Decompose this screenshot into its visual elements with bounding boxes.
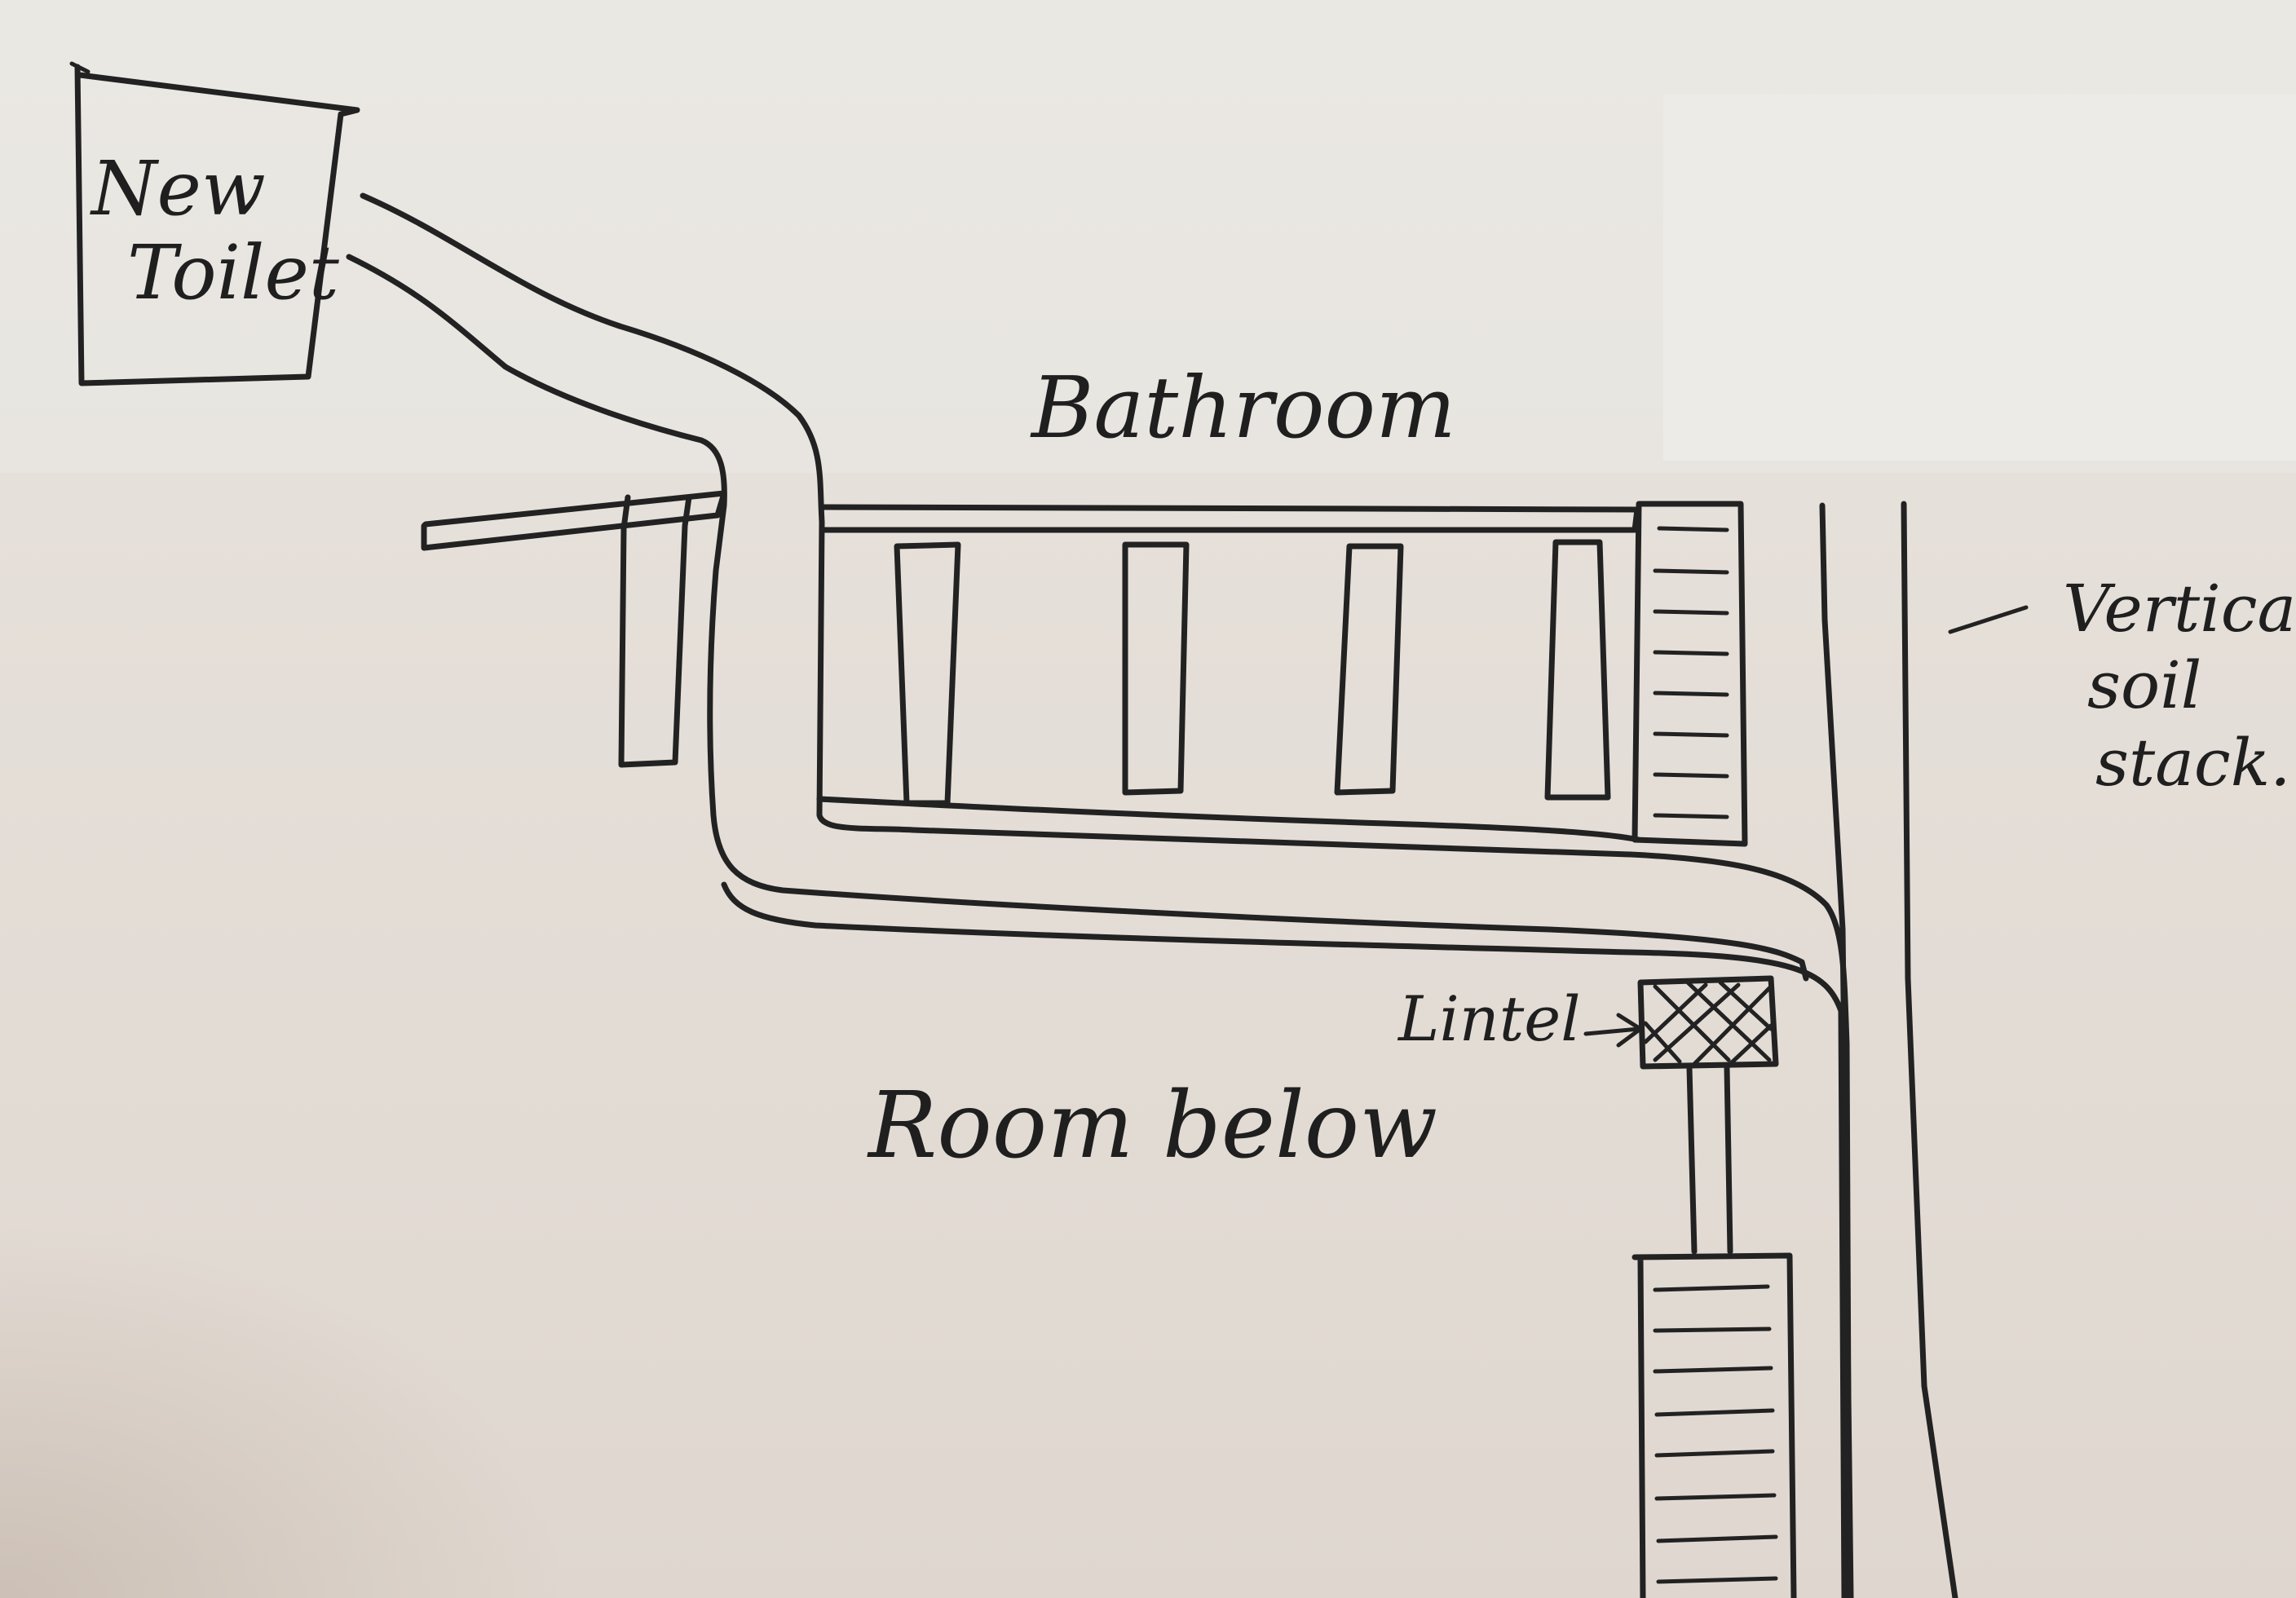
joist-2 — [1122, 541, 1190, 796]
waste-pipe-upper-edge — [360, 192, 1852, 1598]
bathroom-label: Bathroom — [1031, 358, 1456, 457]
paper-lower-area — [0, 473, 2296, 1598]
soil-stack-label-line1: Vertical — [2063, 571, 2296, 647]
door-post — [1686, 1065, 1733, 1255]
soil-stack-left-edge — [1819, 502, 1854, 1598]
ceiling-line — [816, 796, 1642, 843]
upper-wall-bricks — [1653, 526, 1729, 819]
new-toilet-label-line2: Toilet — [127, 229, 339, 317]
joist-3 — [1334, 543, 1404, 796]
lintel-label: Lintel — [1398, 982, 1581, 1055]
soil-stack-label: Vertical soil stack. — [2063, 571, 2296, 801]
lower-wall-bricks — [1653, 1284, 1778, 1584]
soil-stack-right-edge — [1901, 501, 1958, 1598]
joist-left — [618, 494, 692, 768]
floor-board-main — [819, 504, 1640, 533]
soil-stack-label-line2: soil — [2087, 647, 2202, 724]
waste-pipe-lower-edge — [346, 254, 1809, 982]
new-toilet-label-line1: New — [91, 145, 266, 232]
room-below-label: Room below — [868, 1073, 1438, 1179]
toilet-box-corner — [69, 61, 91, 74]
paper-shadow — [0, 1223, 571, 1598]
new-toilet-label: New Toilet — [91, 145, 339, 317]
lintel-box — [1637, 975, 1779, 1070]
floor-board-left — [421, 490, 727, 551]
lower-wall — [1631, 1252, 1797, 1598]
lintel-arrow — [1583, 1013, 1643, 1048]
soil-stack-label-line3: stack. — [2095, 724, 2291, 801]
joist-1 — [894, 541, 961, 806]
upper-wall — [1631, 501, 1748, 847]
paper-patch — [1663, 94, 2296, 461]
soil-stack-pointer — [1948, 605, 2029, 634]
branch-pipe-edge — [721, 881, 1848, 1598]
lintel-hatch — [1643, 980, 1773, 1066]
joist-4 — [1544, 539, 1611, 801]
toilet-box — [74, 64, 360, 386]
